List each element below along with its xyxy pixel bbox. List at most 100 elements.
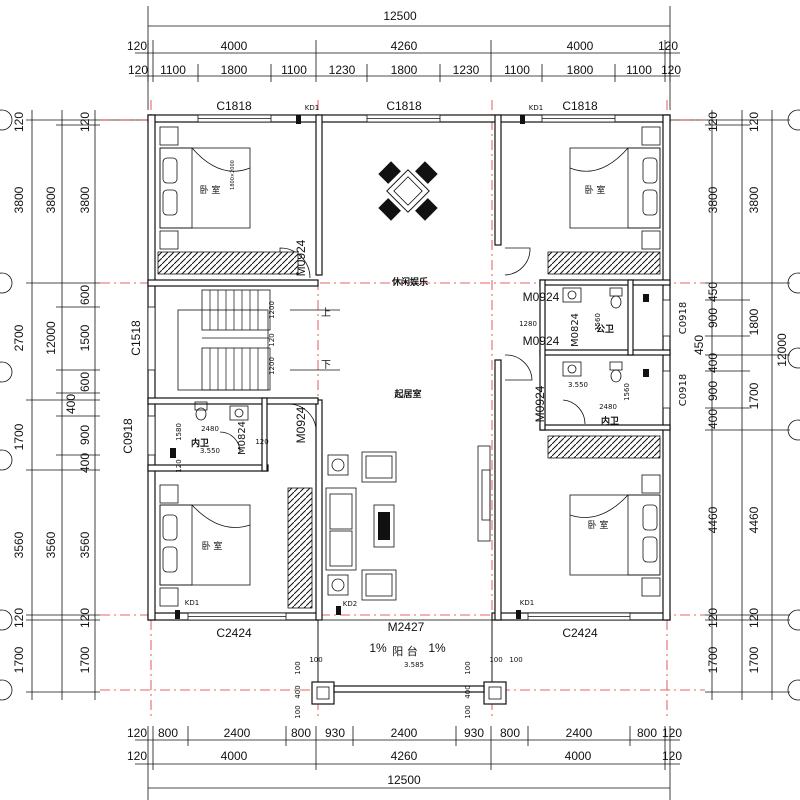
right-o-450b: 450 <box>692 335 706 355</box>
elev-bath-right: 3.550 <box>568 381 588 389</box>
door-swings <box>219 247 586 453</box>
top2-dim-11: 120 <box>661 63 681 77</box>
bath-step-120: 120 <box>255 438 268 446</box>
window-c0918-right-2: C0918 <box>678 374 689 406</box>
bot2-dim-2: 4000 <box>221 749 248 763</box>
bath-left-height: 1580 <box>175 423 183 441</box>
top-dim-2: 4000 <box>221 39 248 53</box>
bot-dim-2: 800 <box>158 726 178 740</box>
right-o-400b: 400 <box>706 409 720 429</box>
window-c1818-center: C1818 <box>386 99 422 113</box>
room-bath-right: 内卫 <box>601 415 619 427</box>
room-bath-left: 内卫 <box>191 437 209 449</box>
left-o-400: 400 <box>64 394 78 414</box>
right-o-120b: 120 <box>706 608 720 628</box>
bot2-dim-1: 120 <box>127 749 147 763</box>
bot-dim-7: 930 <box>464 726 484 740</box>
top2-dim-7: 1230 <box>453 63 480 77</box>
left-o-120: 120 <box>78 112 92 132</box>
stair-width-top: 1200 <box>268 301 276 319</box>
window-c1518: C1518 <box>129 320 143 356</box>
slope-left: 1% <box>369 641 387 655</box>
top-dim-1: 120 <box>127 39 147 53</box>
left-dim-1700b: 1700 <box>12 646 26 673</box>
right-m-1700: 1700 <box>747 382 761 409</box>
bot-dim-6: 2400 <box>391 726 418 740</box>
bed-bottom-right <box>547 435 661 597</box>
stair-landing: 120 <box>268 333 276 346</box>
dining-table <box>378 161 438 221</box>
bot-dim-11: 120 <box>662 726 682 740</box>
kd1-top-left: KD1 <box>305 104 319 112</box>
window-c0918-right-1: C0918 <box>678 302 689 334</box>
slope-right: 1% <box>428 641 446 655</box>
bot2-dim-3: 4260 <box>391 749 418 763</box>
left-o-3800: 3800 <box>78 186 92 213</box>
left-o-600: 600 <box>78 285 92 305</box>
bath-left-120: 120 <box>175 459 183 472</box>
left-o-900: 900 <box>78 425 92 445</box>
bot-dim-8: 800 <box>500 726 520 740</box>
left-dim-1700: 1700 <box>12 423 26 450</box>
top2-dim-5: 1230 <box>329 63 356 77</box>
bed-top-right <box>547 126 661 275</box>
bot-dim-5: 930 <box>325 726 345 740</box>
left-dim-3800-mid: 3800 <box>44 186 58 213</box>
right-o-450: 450 <box>706 282 720 302</box>
public-bath-width: 1280 <box>519 320 537 328</box>
right-o-4460: 4460 <box>706 506 720 533</box>
top-dim-5: 120 <box>658 39 678 53</box>
sofa-set <box>325 445 491 601</box>
balcony-400-b: 400 <box>464 685 472 698</box>
right-m-1700: 1700 <box>747 646 761 673</box>
top2-dim-9: 1800 <box>567 63 594 77</box>
kd2: KD2 <box>343 600 357 608</box>
room-bedroom-bottom-right: 卧 室 <box>588 519 609 531</box>
right-m-3800: 3800 <box>747 186 761 213</box>
room-leisure: 休闲娱乐 <box>391 276 428 288</box>
balcony-100-d: 100 <box>464 705 472 718</box>
bottom-dimensions: 120 800 2400 800 930 2400 930 800 2400 8… <box>127 726 682 800</box>
bed-size-tl: 1800×2000 <box>230 160 236 190</box>
left-o-3560: 3560 <box>78 531 92 558</box>
door-m0924-tr: M0924 <box>523 290 560 304</box>
top2-dim-8: 1100 <box>504 63 530 77</box>
bed-bottom-left <box>159 484 313 609</box>
left-o-1700: 1700 <box>78 646 92 673</box>
bot-dim-10: 800 <box>637 726 657 740</box>
bot-dim-9: 2400 <box>566 726 593 740</box>
balcony-top-100-c: 100 <box>509 656 522 664</box>
left-o-1500: 1500 <box>78 324 92 351</box>
window-c1818-left: C1818 <box>216 99 252 113</box>
window-c2424-left: C2424 <box>216 626 252 640</box>
room-bedroom-top-right: 卧 室 <box>585 184 606 196</box>
window-c1818-right: C1818 <box>562 99 598 113</box>
left-dim-2700: 2700 <box>12 324 26 351</box>
balcony-100-b: 100 <box>294 705 302 718</box>
left-dim-3560: 3560 <box>12 531 26 558</box>
room-bedroom-top-left: 卧 室 <box>200 184 221 196</box>
bot2-dim-5: 120 <box>662 749 682 763</box>
room-balcony: 阳 台 <box>392 644 418 658</box>
window-c2424-right: C2424 <box>562 626 598 640</box>
window-c0918-left: C0918 <box>121 418 135 454</box>
right-m-1800: 1800 <box>747 308 761 335</box>
door-m2427: M2427 <box>388 620 425 634</box>
balcony-400-a: 400 <box>294 685 302 698</box>
kd1-bottom-left: KD1 <box>185 599 199 607</box>
right-o-400: 400 <box>706 353 720 373</box>
top2-dim-10: 1100 <box>626 63 652 77</box>
room-bedroom-bottom-left: 卧 室 <box>202 540 223 552</box>
balcony-top-100-b: 100 <box>489 656 502 664</box>
top-dimensions: 12500 120 4000 4260 4000 120 120 1100 18… <box>127 6 681 110</box>
bot-dim-1: 120 <box>127 726 147 740</box>
left-o-400b: 400 <box>78 453 92 473</box>
kd1-bottom-right: KD1 <box>520 599 534 607</box>
right-o-1700: 1700 <box>706 646 720 673</box>
door-m0924-ml: M0924 <box>294 406 308 443</box>
room-living: 起居室 <box>393 388 421 400</box>
right-m-120: 120 <box>747 112 761 132</box>
bot2-dim-4: 4000 <box>565 749 592 763</box>
bot-dim-3: 2400 <box>224 726 251 740</box>
